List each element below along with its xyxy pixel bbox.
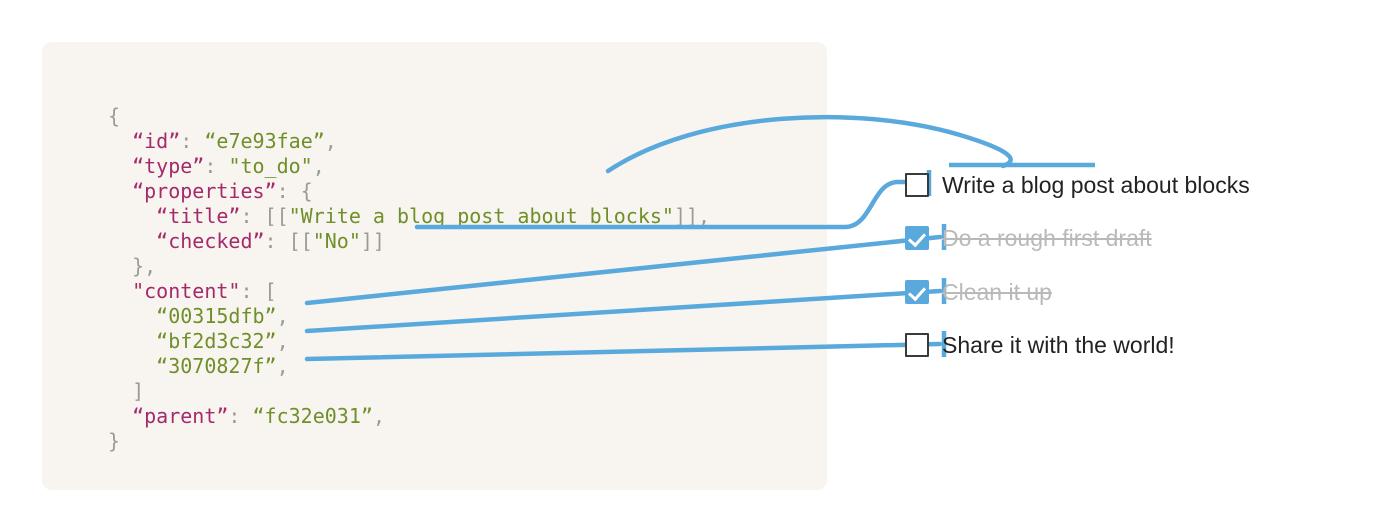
- checkbox-checked-icon[interactable]: [905, 280, 929, 304]
- code-line: “3070827f”,: [108, 354, 710, 379]
- code-token: :: [204, 154, 229, 178]
- code-line: “type”: "to_do",: [108, 154, 710, 179]
- code-line: “00315dfb”,: [108, 304, 710, 329]
- code-token: ,: [276, 304, 289, 328]
- todo-item-label[interactable]: Write a blog post about blocks: [942, 171, 1250, 198]
- code-token: “properties”: [132, 179, 277, 203]
- code-indent: [108, 279, 132, 303]
- code-indent: [108, 154, 132, 178]
- code-token: "content": [132, 279, 241, 303]
- code-indent: [108, 254, 132, 278]
- code-token: ]],: [673, 204, 711, 228]
- code-token: : [: [240, 279, 277, 303]
- code-token: ,: [324, 129, 337, 153]
- todo-item[interactable]: Do a rough first draft: [905, 221, 1152, 255]
- code-token: “parent”: [132, 404, 229, 428]
- code-token: : [[: [264, 229, 313, 253]
- code-token: “bf2d3c32”: [156, 329, 277, 353]
- todo-item[interactable]: Write a blog post about blocks: [905, 168, 1250, 202]
- code-indent: [108, 379, 132, 403]
- todo-item-label[interactable]: Do a rough first draft: [942, 224, 1152, 251]
- todo-item[interactable]: Share it with the world!: [905, 328, 1175, 362]
- checkbox-checked-icon[interactable]: [905, 226, 929, 250]
- code-token: "Write a blog post about blocks": [288, 204, 674, 228]
- json-code-block: { “id”: “e7e93fae”, “type”: "to_do", “pr…: [108, 104, 710, 454]
- todo-item-label[interactable]: Clean it up: [942, 278, 1052, 305]
- code-token: “type”: [132, 154, 205, 178]
- json-code-panel: { “id”: “e7e93fae”, “type”: "to_do", “pr…: [42, 42, 827, 490]
- todo-item-label[interactable]: Share it with the world!: [942, 331, 1175, 358]
- code-token: “00315dfb”: [156, 304, 277, 328]
- code-token: ,: [276, 354, 289, 378]
- code-indent: [108, 304, 156, 328]
- code-token: "No": [312, 229, 361, 253]
- code-token: :: [228, 404, 253, 428]
- code-token: : {: [276, 179, 313, 203]
- code-indent: [108, 229, 156, 253]
- code-indent: [108, 179, 132, 203]
- code-line: “checked”: [["No"]]: [108, 229, 710, 254]
- code-token: },: [132, 254, 157, 278]
- code-token: ]: [132, 379, 145, 403]
- code-token: “title”: [156, 204, 241, 228]
- code-token: ,: [312, 154, 325, 178]
- code-indent: [108, 354, 156, 378]
- code-line: {: [108, 104, 710, 129]
- code-line: “id”: “e7e93fae”,: [108, 129, 710, 154]
- code-token: “3070827f”: [156, 354, 277, 378]
- code-token: ]]: [360, 229, 385, 253]
- code-indent: [108, 329, 156, 353]
- code-token: {: [108, 104, 121, 128]
- code-token: ,: [372, 404, 385, 428]
- code-token: “e7e93fae”: [204, 129, 325, 153]
- code-line: “parent”: “fc32e031”,: [108, 404, 710, 429]
- code-indent: [108, 404, 132, 428]
- code-token: : [[: [240, 204, 289, 228]
- code-token: ,: [276, 329, 289, 353]
- code-line: ]: [108, 379, 710, 404]
- todo-item[interactable]: Clean it up: [905, 275, 1052, 309]
- code-token: “checked”: [156, 229, 265, 253]
- code-token: :: [180, 129, 205, 153]
- code-line: }: [108, 429, 710, 454]
- code-indent: [108, 129, 132, 153]
- code-indent: [108, 204, 156, 228]
- code-token: }: [108, 429, 121, 453]
- code-line: “title”: [["Write a blog post about bloc…: [108, 204, 710, 229]
- code-line: “bf2d3c32”,: [108, 329, 710, 354]
- code-line: "content": [: [108, 279, 710, 304]
- code-line: “properties”: {: [108, 179, 710, 204]
- code-token: "to_do": [228, 154, 313, 178]
- code-token: “fc32e031”: [252, 404, 373, 428]
- checkbox-unchecked-icon[interactable]: [905, 333, 929, 357]
- checkbox-unchecked-icon[interactable]: [905, 173, 929, 197]
- code-line: },: [108, 254, 710, 279]
- code-token: “id”: [132, 129, 181, 153]
